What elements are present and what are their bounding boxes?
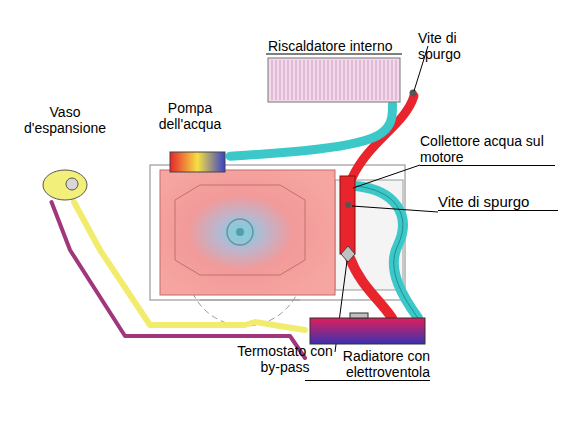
pulley-symbol [227,219,253,245]
bleed-screw-symbol [345,202,351,208]
heater-fin [372,60,373,100]
expansion-feed-line [52,202,306,358]
heater-fin [320,60,321,100]
heater-fin [296,60,297,100]
heater-fin [284,60,285,100]
engine-base-line [200,300,300,301]
heater-fin [300,60,301,100]
expansion-tank: Vaso d'espansione [20,104,110,202]
heater-fin [384,60,385,100]
collector-label: Collettore acqua sul motore [420,133,555,166]
heater-fin [364,60,365,100]
pulley-hub [236,228,244,236]
heater-fin [360,60,361,100]
node-label: Vaso d'espansione [20,104,110,136]
tank-body [43,170,87,200]
heater-core [268,58,400,102]
node-label: Riscaldatore interno [268,38,403,54]
bleed-screw-symbol [410,90,417,97]
bleed-screw-label: Vite di spurgo [438,194,558,211]
heater-return-hose [352,96,414,178]
heater-feed-hose [230,104,393,156]
engine-block [160,170,335,295]
heater-fin [312,60,313,100]
heater-fin [308,60,309,100]
water-collector [340,176,355,254]
radiator-inlet-hose [350,258,392,318]
radiator-core [310,318,425,344]
heater-fin [352,60,353,100]
heater-fin [368,60,369,100]
heater-fin [392,60,393,100]
leader-line [353,165,420,188]
heater-fin [388,60,389,100]
leader-line [352,206,438,212]
heater-fin [348,60,349,100]
outlet-hose-edge [356,186,418,318]
heater-fin [316,60,317,100]
heater-fin [292,60,293,100]
heater-fin [280,60,281,100]
heater-fin [380,60,381,100]
heater-fin [288,60,289,100]
heater-fin [276,60,277,100]
heater-fin [376,60,377,100]
cylinder-head-outline [175,185,305,275]
heater-fin [328,60,329,100]
heater-fin [304,60,305,100]
heater-fin [336,60,337,100]
heater-fin [396,60,397,100]
heater-fin [356,60,357,100]
bleed-screw-label: Vite di spurgo [418,30,490,62]
thermostat-symbol [341,246,355,262]
heater-fin [272,60,273,100]
water-pump: Pompa dell'acqua [150,100,230,172]
heater-fin [324,60,325,100]
radiator-cap [350,313,368,318]
heater-fin [332,60,333,100]
expansion-return-line [74,202,305,330]
heater-box: Riscaldatore interno [262,36,407,104]
heater-fin [344,60,345,100]
pump-body [170,152,225,172]
outlet-hose [356,186,418,318]
tank-cap [66,178,78,190]
node-label: Pompa dell'acqua [150,100,230,132]
thermostat-label: Termostato con by-pass [230,343,340,375]
heater-fin [340,60,341,100]
